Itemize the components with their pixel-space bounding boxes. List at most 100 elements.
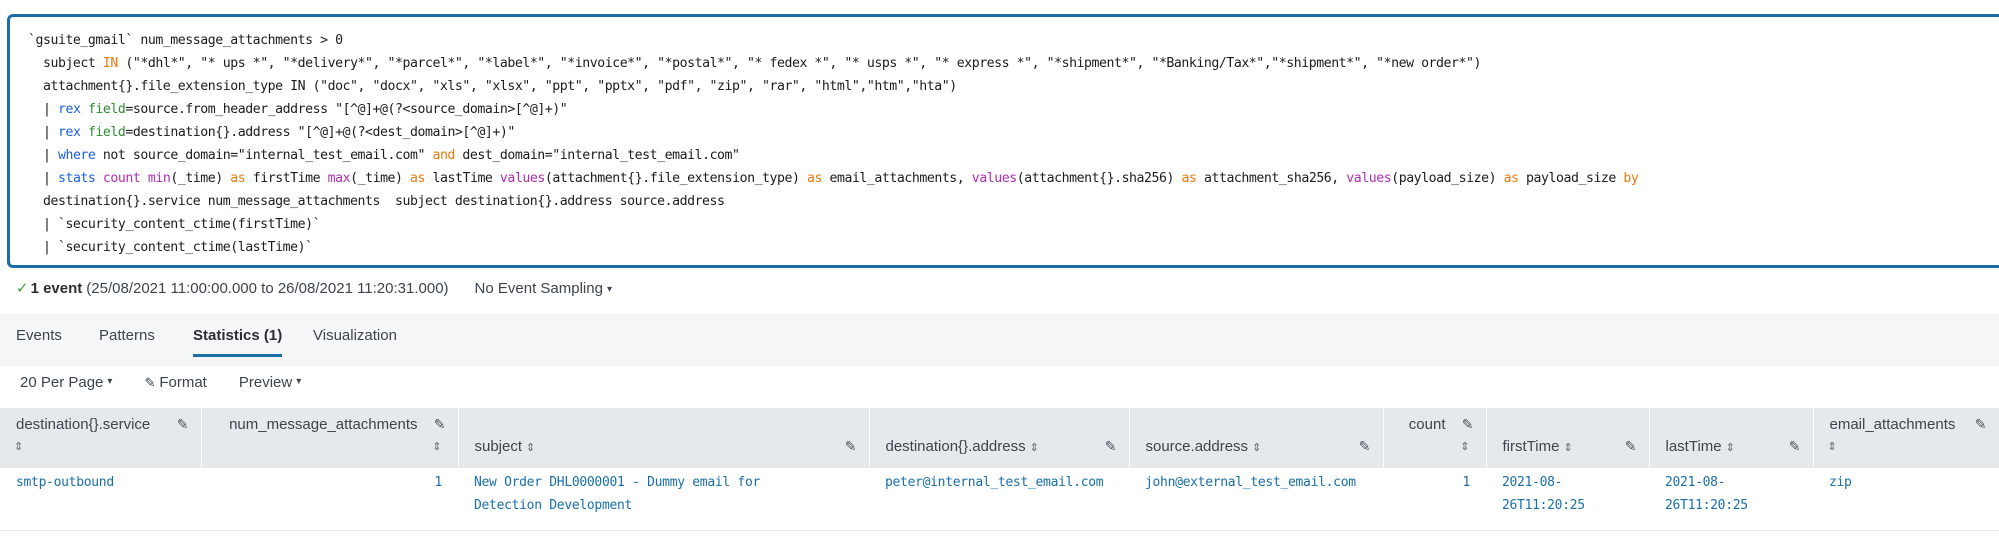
query-token: | `security_content_ctime(lastTime)` [28, 240, 313, 255]
tab-statistics[interactable]: Statistics (1) [193, 327, 283, 357]
query-token-fn: values [1346, 171, 1392, 186]
column-header-label-group: subject⇕ [475, 438, 536, 455]
cell-source-address[interactable]: john@external_test_email.com [1129, 468, 1383, 531]
event-sampling-label: No Event Sampling [474, 279, 603, 297]
query-token-fn: values [971, 171, 1017, 186]
search-query-editor[interactable]: `gsuite_gmail` num_message_attachments >… [7, 14, 1999, 268]
column-header-first-time[interactable]: firstTime⇕ ✎ [1486, 408, 1650, 468]
query-token: =source.from_header_address "[^@]+@(?<so… [125, 102, 568, 117]
format-label: Format [159, 374, 207, 391]
column-header-source-address[interactable]: source.address⇕ ✎ [1129, 408, 1384, 468]
query-token-kw: as [1181, 171, 1197, 186]
column-header-last-time[interactable]: lastTime⇕ ✎ [1649, 408, 1814, 468]
query-token-cmd: where [57, 148, 96, 163]
query-token-fn: min [147, 171, 171, 186]
statistics-table: destination{}.service ⇕ ✎ num_message_at… [0, 408, 1999, 531]
edit-column-icon[interactable]: ✎ [1104, 438, 1117, 454]
edit-column-icon[interactable]: ✎ [1461, 416, 1474, 432]
edit-column-icon[interactable]: ✎ [176, 416, 189, 432]
per-page-dropdown[interactable]: 20 Per Page▾ [20, 374, 112, 391]
cell-line: 2021-08- [1502, 475, 1563, 490]
column-header-label: subject [474, 438, 523, 455]
column-header-label: destination{}.service [16, 416, 151, 433]
edit-column-icon[interactable]: ✎ [1788, 438, 1801, 454]
sort-icon[interactable]: ⇕ [1563, 442, 1573, 454]
column-header-destination-service[interactable]: destination{}.service ⇕ ✎ [0, 408, 202, 468]
sort-icon[interactable]: ⇕ [1029, 442, 1039, 454]
preview-dropdown[interactable]: Preview▾ [239, 374, 301, 391]
query-token: `gsuite_gmail` num_message_attachments >… [28, 33, 343, 48]
cell-num-message-attachments[interactable]: 1 [201, 468, 458, 531]
edit-column-icon[interactable]: ✎ [1624, 438, 1637, 454]
query-token [80, 125, 88, 140]
sort-icon[interactable]: ⇕ [1725, 442, 1735, 454]
cell-first-time[interactable]: 2021-08- 26T11:20:25 [1486, 468, 1649, 531]
format-button[interactable]: ✎Format [144, 374, 206, 391]
query-token: dest_domain="internal_test_email.com" [454, 148, 740, 163]
query-token-kw: as [410, 171, 426, 186]
query-token-cmd: rex [57, 102, 81, 117]
query-token: destination{}.service num_message_attach… [28, 194, 725, 209]
edit-column-icon[interactable]: ✎ [1358, 438, 1371, 454]
column-header-label: firstTime [1502, 438, 1560, 455]
column-header-num-message-attachments[interactable]: num_message_attachments ⇕ ✎ [201, 408, 459, 468]
sort-icon[interactable]: ⇕ [14, 441, 24, 453]
column-header-email-attachments[interactable]: email_attachments ⇕ ✎ [1813, 408, 1999, 468]
edit-column-icon[interactable]: ✎ [1974, 416, 1987, 432]
query-token [140, 171, 148, 186]
tab-events[interactable]: Events [16, 327, 62, 344]
tab-visualization[interactable]: Visualization [313, 327, 397, 344]
query-token [95, 171, 103, 186]
query-token: | [28, 125, 58, 140]
results-toolbar: 20 Per Page▾ ✎Format Preview▾ [20, 374, 333, 391]
preview-label: Preview [238, 374, 293, 391]
cell-destination-service[interactable]: smtp-outbound [0, 468, 201, 531]
query-line: | stats count min(_time) as firstTime ma… [28, 167, 1639, 190]
sort-icon[interactable]: ⇕ [432, 441, 442, 453]
query-token-kw: as [807, 171, 822, 186]
cell-line: New Order DHL0000001 - Dummy email for [474, 475, 761, 490]
query-line: | where not source_domain="internal_test… [28, 144, 1638, 167]
query-token: | [28, 148, 58, 163]
query-token: (_time) [170, 171, 231, 186]
column-header-label: num_message_attachments [229, 416, 418, 433]
column-header-label: count [1408, 416, 1446, 433]
query-token-kw: and [432, 148, 455, 163]
event-sampling-dropdown[interactable]: No Event Sampling▾ [475, 280, 612, 297]
sort-icon[interactable]: ⇕ [1252, 442, 1262, 454]
cell-line: 26T11:20:25 [1502, 498, 1585, 513]
query-token-kw: by [1623, 171, 1639, 186]
query-token: not source_domain="internal_test_email.c… [95, 148, 433, 163]
column-header-label-group: destination{}.address⇕ [886, 438, 1039, 455]
query-token: | `security_content_ctime(firstTime)` [28, 217, 321, 232]
column-header-destination-address[interactable]: destination{}.address⇕ ✎ [869, 408, 1130, 468]
sort-icon[interactable]: ⇕ [526, 442, 536, 454]
cell-line: 2021-08- [1665, 475, 1726, 490]
query-token: ("*dhl*", "* ups *", "*delivery*", "*par… [117, 56, 1481, 71]
query-token-fn: count [102, 171, 141, 186]
query-token-cmd: stats [57, 171, 96, 186]
query-line: destination{}.service num_message_attach… [28, 190, 1638, 213]
tab-patterns[interactable]: Patterns [99, 327, 155, 344]
table-row: smtp-outbound 1 New Order DHL0000001 - D… [0, 468, 1999, 531]
job-status: ✓ 1 event (25/08/2021 11:00:00.000 to 26… [16, 279, 612, 298]
column-header-count[interactable]: count ⇕ ✎ [1383, 408, 1487, 468]
cell-email-attachments[interactable]: zip [1813, 468, 1999, 531]
query-line: | `security_content_ctime(firstTime)` [28, 213, 1638, 236]
query-line: attachment{}.file_extension_type IN ("do… [28, 75, 1638, 98]
edit-column-icon[interactable]: ✎ [433, 416, 446, 432]
sort-icon[interactable]: ⇕ [1827, 441, 1837, 453]
cell-last-time[interactable]: 2021-08-26T11:20:25 [1649, 468, 1813, 531]
query-token: attachment_sha256, [1196, 171, 1347, 186]
cell-destination-address[interactable]: peter@internal_test_email.com [869, 468, 1129, 531]
query-line: `gsuite_gmail` num_message_attachments >… [28, 29, 1638, 52]
cell-count[interactable]: 1 [1383, 468, 1486, 531]
query-token: email_attachments, [821, 171, 972, 186]
sort-icon[interactable]: ⇕ [1460, 441, 1470, 453]
edit-column-icon[interactable]: ✎ [844, 438, 857, 454]
column-header-subject[interactable]: subject⇕ ✎ [458, 408, 870, 468]
spl-query-text[interactable]: `gsuite_gmail` num_message_attachments >… [28, 29, 1639, 259]
query-token [80, 102, 88, 117]
chevron-down-icon: ▾ [107, 376, 113, 387]
